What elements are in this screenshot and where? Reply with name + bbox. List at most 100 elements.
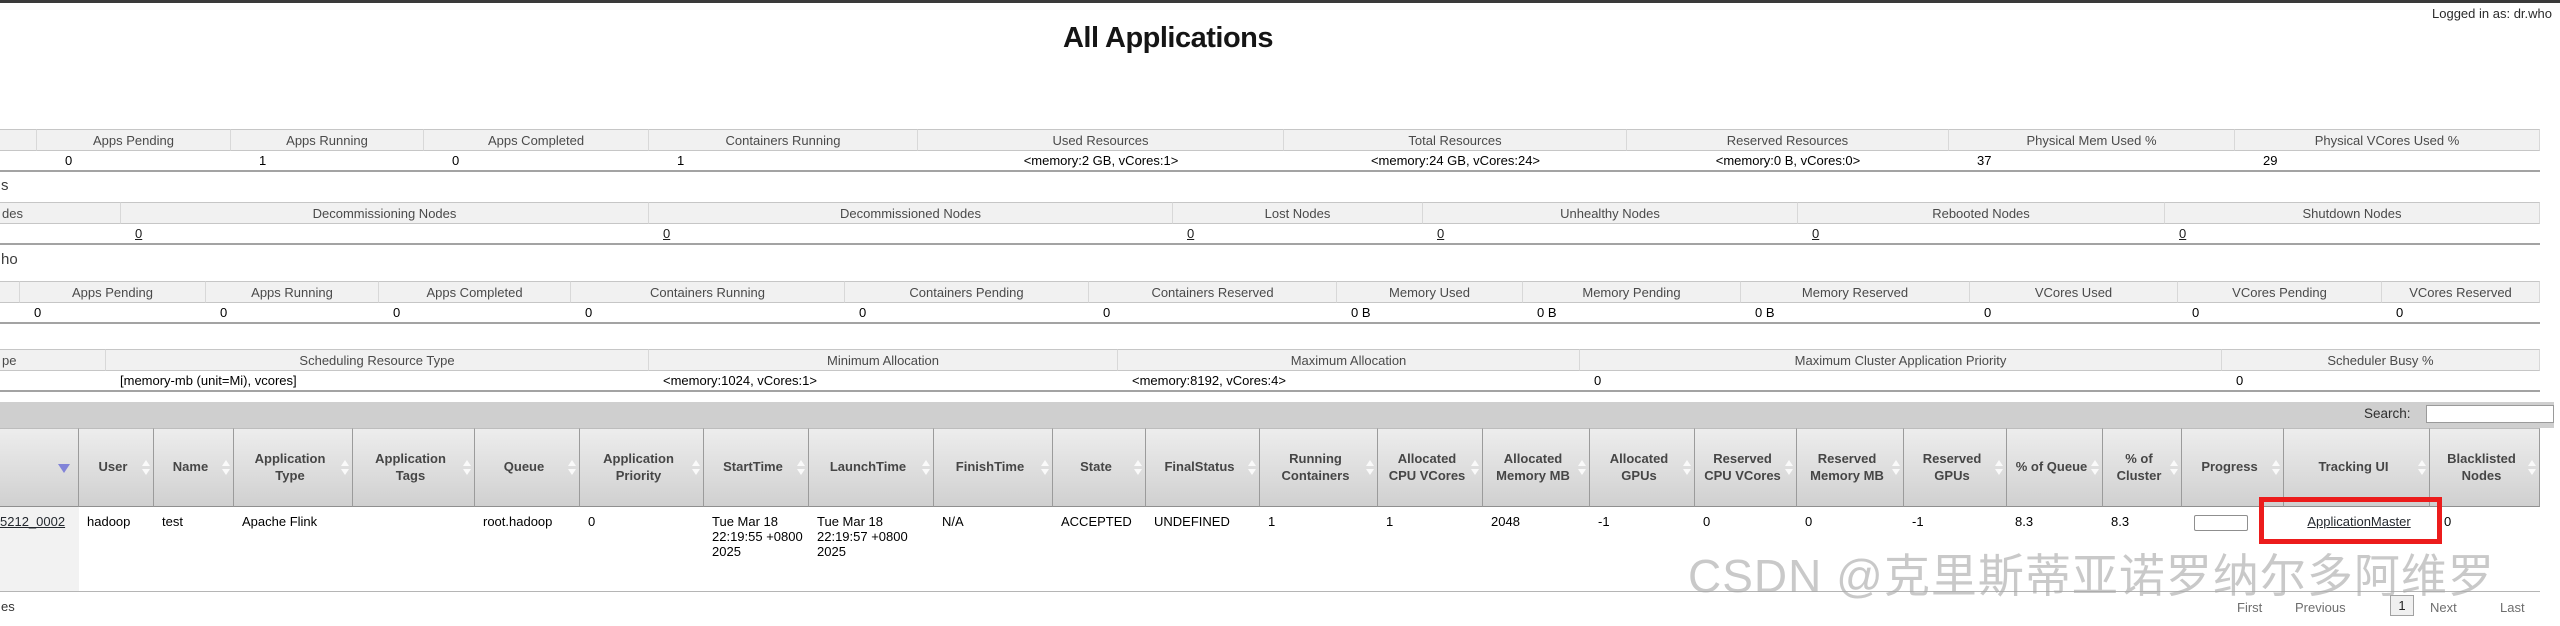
cell: 0 [1089,303,1337,324]
col-header-physical-mem: Physical Mem Used % [1949,129,2235,151]
nodes-metrics-value-row: 0 0 0 0 0 0 [0,224,2540,245]
cell-decommissioning: 0 [121,224,649,245]
search-input[interactable] [2426,405,2554,423]
col-header-id-clipped[interactable] [0,428,79,507]
sort-icon [1366,459,1375,475]
user-metrics-heading-tail: ho [1,251,18,268]
col-header-running-containers[interactable]: Running Containers [1260,428,1378,507]
col-header-application-priority[interactable]: Application Priority [580,428,704,507]
col-header-state[interactable]: State [1053,428,1146,507]
pagination-last-button[interactable]: Last [2500,600,2525,615]
cell [0,224,121,245]
nodes-metrics-header-row: des Decommissioning Nodes Decommissioned… [0,202,2540,224]
col-header-reserved-gpus[interactable]: Reserved GPUs [1904,428,2007,507]
col-header-shutdown-nodes: Shutdown Nodes [2165,202,2540,224]
col-header-vcores-reserved: VCores Reserved [2382,281,2540,303]
col-header-tracking-ui[interactable]: Tracking UI [2284,428,2430,507]
lost-nodes-link[interactable]: 0 [1187,226,1195,241]
sort-icon [1995,459,2004,475]
cluster-metrics-header-row: Apps Pending Apps Running Apps Completed… [0,129,2540,151]
cell-used-resources: <memory:2 GB, vCores:1> [918,151,1284,172]
progress-bar [2194,515,2248,531]
col-header-queue[interactable]: Queue [475,428,580,507]
col-header-application-tags[interactable]: Application Tags [353,428,475,507]
col-header-max-cluster-app-priority: Maximum Cluster Application Priority [1580,349,2222,371]
shutdown-nodes-link[interactable]: 0 [2179,226,2187,241]
cell-name: test [154,507,234,592]
cluster-nodes-heading-tail: s [1,177,9,194]
col-header-finishtime[interactable]: FinishTime [934,428,1053,507]
col-header-allocated-memory-mb[interactable]: Allocated Memory MB [1483,428,1590,507]
decommissioned-nodes-link[interactable]: 0 [663,226,671,241]
cell: 0 [571,303,845,324]
application-master-link[interactable]: ApplicationMaster [2307,514,2411,529]
col-header-clipped [0,129,37,151]
cell-blacklisted-nodes: 0 [2430,507,2540,592]
cell-max-cluster-app-priority: 0 [1580,371,2222,392]
cell-lost: 0 [1173,224,1423,245]
sort-icon [463,459,472,475]
user-metrics-table: Apps Pending Apps Running Apps Completed… [0,281,2540,324]
col-header-progress[interactable]: Progress [2182,428,2284,507]
col-header-pct-of-cluster[interactable]: % of Cluster [2103,428,2182,507]
showing-entries-tail: es [1,599,15,614]
sort-icon [2272,459,2281,475]
col-header-apps-running: Apps Running [206,281,379,303]
col-header-physical-vcores: Physical VCores Used % [2235,129,2540,151]
cluster-nodes-metrics-table: des Decommissioning Nodes Decommissioned… [0,202,2540,245]
cell-total-resources: <memory:24 GB, vCores:24> [1284,151,1627,172]
cell: 0 [206,303,379,324]
col-header-user[interactable]: User [79,428,154,507]
col-header-active-nodes-clipped: des [0,202,121,224]
col-header-finalstatus[interactable]: FinalStatus [1146,428,1260,507]
pagination-previous-button[interactable]: Previous [2295,600,2346,615]
sort-icon [2418,459,2427,475]
col-header-containers-running: Containers Running [571,281,845,303]
col-header-memory-used: Memory Used [1337,281,1523,303]
cell-apps-running: 1 [231,151,424,172]
cell-allocated-memory-mb: 2048 [1483,507,1590,592]
cell-application-tags [353,507,475,592]
col-header-application-type[interactable]: Application Type [234,428,353,507]
sort-icon [1785,459,1794,475]
sort-icon [1134,459,1143,475]
cell-reserved-memory-mb: 0 [1797,507,1904,592]
col-header-maximum-allocation: Maximum Allocation [1118,349,1580,371]
col-header-reserved-cpu-vcores[interactable]: Reserved CPU VCores [1695,428,1797,507]
col-header-name[interactable]: Name [154,428,234,507]
sort-icon [1683,459,1692,475]
cell-running-containers: 1 [1260,507,1378,592]
cell-reserved-gpus: -1 [1904,507,2007,592]
col-header-blacklisted-nodes[interactable]: Blacklisted Nodes [2430,428,2540,507]
cell-finalstatus: UNDEFINED [1146,507,1260,592]
col-header-vcores-pending: VCores Pending [2178,281,2382,303]
cell: 0 B [1337,303,1523,324]
unhealthy-nodes-link[interactable]: 0 [1437,226,1445,241]
col-header-minimum-allocation: Minimum Allocation [649,349,1118,371]
rebooted-nodes-link[interactable]: 0 [1812,226,1820,241]
cell-allocated-gpus: -1 [1590,507,1695,592]
col-header-allocated-gpus[interactable]: Allocated GPUs [1590,428,1695,507]
cell: 0 [1970,303,2178,324]
col-header-pct-of-queue[interactable]: % of Queue [2007,428,2103,507]
col-header-scheduler-busy: Scheduler Busy % [2222,349,2540,371]
sort-icon [1041,459,1050,475]
col-header-starttime[interactable]: StartTime [704,428,809,507]
col-header-allocated-cpu-vcores[interactable]: Allocated CPU VCores [1378,428,1483,507]
pagination-next-button[interactable]: Next [2430,600,2457,615]
top-border-line [0,0,2560,3]
cell-state: ACCEPTED [1053,507,1146,592]
sort-icon [1471,459,1480,475]
application-id-link[interactable]: 5212_0002 [0,514,66,529]
col-header-launchtime[interactable]: LaunchTime [809,428,934,507]
col-header-containers-running: Containers Running [649,129,918,151]
cell-starttime: Tue Mar 18 22:19:55 +0800 2025 [704,507,809,592]
pagination-current-page[interactable]: 1 [2390,595,2414,616]
cell-pct-of-cluster: 8.3 [2103,507,2182,592]
decommissioning-nodes-link[interactable]: 0 [135,226,143,241]
cell-decommissioned: 0 [649,224,1173,245]
col-header-vcores-used: VCores Used [1970,281,2178,303]
col-header-reserved-memory-mb[interactable]: Reserved Memory MB [1797,428,1904,507]
cell-unhealthy: 0 [1423,224,1798,245]
pagination-first-button[interactable]: First [2237,600,2263,615]
